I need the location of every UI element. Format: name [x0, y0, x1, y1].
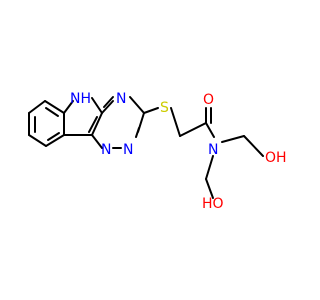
atom-sulfur: S	[160, 100, 169, 116]
bond	[47, 132, 60, 141]
bond	[91, 97, 103, 114]
bond	[45, 134, 65, 147]
bond	[101, 100, 114, 114]
bond	[103, 96, 114, 108]
bond	[45, 107, 59, 117]
bond	[170, 107, 181, 137]
bond	[205, 155, 214, 180]
atom-hydroxyl-lower: HO	[202, 196, 224, 212]
bond	[63, 100, 74, 114]
bond	[28, 134, 47, 147]
bond	[88, 116, 98, 133]
atom-hydroxyl-upper: OH	[265, 150, 287, 166]
bond	[205, 178, 214, 199]
atom-oxygen-carbonyl: O	[203, 92, 214, 108]
bond	[143, 107, 159, 114]
bond	[129, 96, 145, 114]
atom-labels: NH N N N S O N OH HO	[70, 91, 287, 212]
atom-n-ring-bottom-right: N	[123, 142, 133, 158]
atom-nitrogen-amide: N	[208, 142, 218, 158]
bond	[221, 135, 245, 143]
atom-n-ring-top: N	[116, 91, 126, 107]
atom-nh: NH	[70, 91, 91, 107]
bond	[179, 122, 207, 137]
molecule-structure: NH N N N S O N OH HO	[28, 91, 287, 212]
structure-svg: NH N N N S O N OH HO	[28, 91, 287, 212]
bond	[91, 112, 103, 136]
bond	[243, 135, 264, 157]
bond	[91, 134, 103, 149]
bond	[135, 127, 140, 138]
bonds	[28, 96, 264, 199]
atom-n-ring-bottom-left: N	[101, 142, 111, 158]
bond	[205, 122, 215, 138]
bond	[44, 100, 65, 114]
bond	[28, 100, 46, 114]
